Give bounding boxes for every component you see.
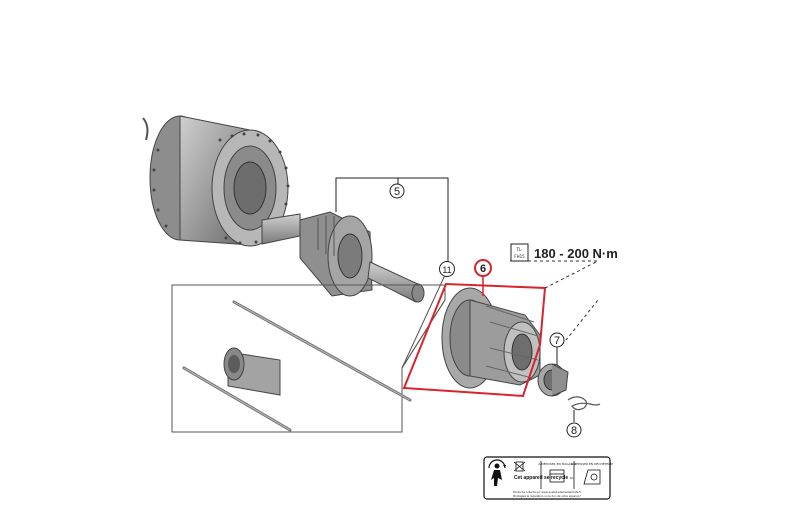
callout-6: 6 [474,259,492,296]
tool-icon-top: TL- [515,247,523,252]
recycle-col1: À DÉPOSER EN MAGASIN [538,461,575,466]
recycle-or: OU [570,476,575,480]
sleeve [223,347,281,396]
store-icon [549,469,565,483]
callout-11: 11 [439,261,455,277]
triman-recycle-icon [488,459,506,486]
highlight-outline [402,282,547,398]
recycle-col2: À DÉPOSER EN DÉCHÈTERIE [571,461,613,466]
hub-shell [142,115,290,247]
callout-7: 7 [549,332,565,348]
callout-8-label: 8 [571,425,577,437]
waste-center-icon [583,469,601,485]
freehub-body [441,287,541,389]
lockring [537,363,569,397]
bin-icon [513,461,526,472]
tool-inset-box [171,274,446,433]
spring-clip [567,396,601,411]
callout-6-label: 6 [480,263,486,275]
callout-8: 8 [566,422,582,438]
callout-5: 5 [389,183,405,199]
callout-5-label: 5 [394,186,400,198]
recycle-footer2: Privilégiez la réparation ou le don de v… [513,494,581,498]
recycle-footer: Points de collecte sur www.quefairedemes… [513,490,582,494]
axle-assembly [261,211,425,303]
torque-value: 180 - 200 N·m [534,246,618,261]
spoke-holes [152,132,290,245]
callout-11-label: 11 [442,265,451,275]
recycle-badge: Cet appareil se recycle À DÉPOSER EN MAG… [483,456,613,500]
torque-spec: TL- FH15 180 - 200 N·m [510,243,618,262]
tool-icon-bottom: FH15 [514,254,525,259]
torque-leader [544,260,599,289]
tool-icon [510,243,529,262]
callout-7-label: 7 [554,335,560,347]
